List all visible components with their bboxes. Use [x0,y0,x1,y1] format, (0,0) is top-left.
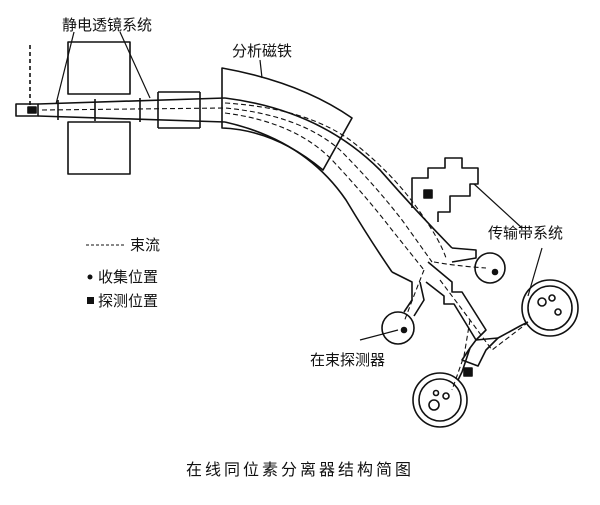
label-analyzer-magnet: 分析磁铁 [232,42,292,60]
ion-source [15,45,39,117]
leader-lines [55,31,543,341]
label-transport-system: 传输带系统 [488,224,563,242]
lower-station [412,347,471,428]
legend-detect-text: 探测位置 [98,292,158,310]
legend: 束流 收集位置 探测位置 [86,236,160,310]
beam-tube [37,91,226,129]
figure-caption: 在线同位素分离器结构简图 [186,460,414,479]
right-branch [451,247,506,284]
upper-branch-port [423,189,433,199]
lens-lower-block [67,121,131,175]
legend-collect-text: 收集位置 [98,268,158,286]
beam-trajectories [41,102,527,391]
inbeam-detector-branch [381,271,425,345]
label-lens-system: 静电透镜系统 [62,16,152,34]
beam-chamber [224,97,453,273]
legend-detect-square-icon [87,297,94,304]
transport-duct [425,261,499,377]
label-inbeam-detector: 在束探测器 [310,351,385,369]
lens-upper-block [67,41,131,95]
right-station [497,279,579,339]
legend-beam-text: 束流 [130,236,160,254]
upper-branch-housing [411,157,479,222]
legend-collect-dot-icon [87,274,93,280]
analyzer-magnet [221,67,353,171]
